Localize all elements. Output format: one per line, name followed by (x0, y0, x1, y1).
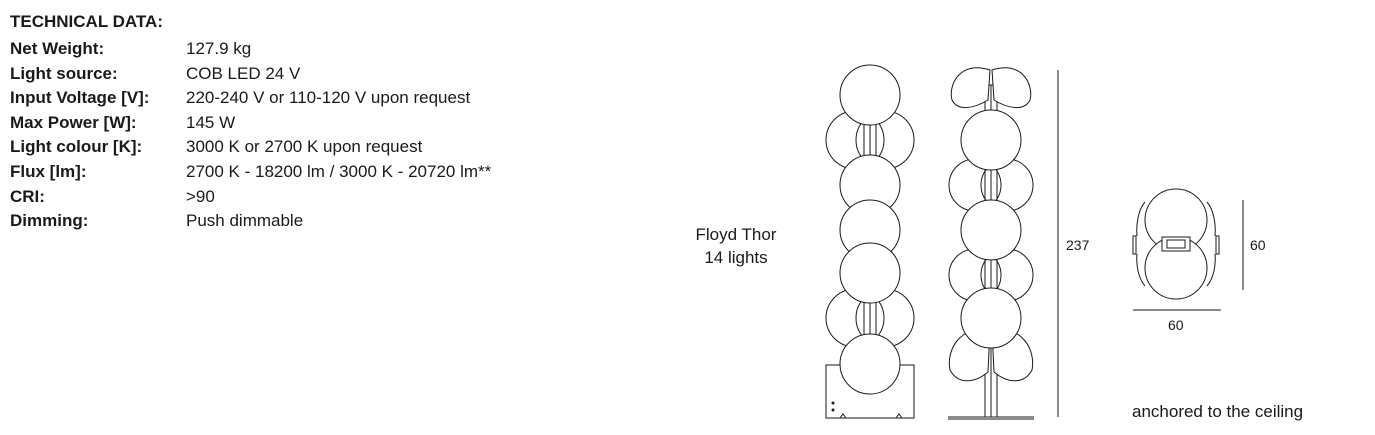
spec-row-input-voltage: Input Voltage [V]: 220-240 V or 110-120 … (10, 86, 491, 111)
spec-value: 3000 K or 2700 K upon request (186, 137, 423, 157)
spec-label: Light source: (10, 63, 118, 83)
globe (839, 64, 901, 126)
globe (839, 333, 901, 395)
mounting-note: anchored to the ceiling (1132, 402, 1304, 421)
top-width-dimension-label: 60 (1168, 317, 1184, 333)
spec-label: Light colour [K]: (10, 137, 143, 157)
spec-label: Flux [lm]: (10, 161, 87, 181)
product-name-line1: Floyd Thor (695, 225, 777, 244)
top-height-dimension-label: 60 (1250, 237, 1266, 253)
spec-row-dimming: Dimming: Push dimmable (10, 209, 491, 234)
spec-row-light-source: Light source: COB LED 24 V (10, 62, 491, 87)
spec-row-flux: Flux [lm]: 2700 K - 18200 lm / 3000 K - … (10, 160, 491, 185)
spec-value: 220-240 V or 110-120 V upon request (186, 88, 471, 108)
product-name: Floyd Thor 14 lights (676, 223, 796, 269)
globe (960, 199, 1022, 261)
spec-value: Push dimmable (186, 211, 304, 231)
spec-value: COB LED 24 V (186, 63, 301, 83)
product-name-line2: 14 lights (704, 248, 768, 267)
spec-row-cri: CRI: >90 (10, 185, 491, 210)
spec-label: Input Voltage [V]: (10, 88, 150, 108)
globe (839, 242, 901, 304)
lamp-front-view (825, 64, 915, 419)
spec-label: Net Weight: (10, 39, 105, 58)
spec-value: 145 W (186, 112, 236, 132)
globe (960, 109, 1022, 171)
spec-row-net-weight: Net Weight: 127.9 kg (10, 37, 491, 62)
lamp-top-view (1132, 188, 1244, 311)
globe (960, 287, 1022, 349)
technical-data-title: TECHNICAL DATA: (10, 12, 163, 31)
spec-row-light-colour: Light colour [K]: 3000 K or 2700 K upon … (10, 135, 491, 160)
spec-label: Max Power [W]: (10, 112, 137, 132)
spec-row-max-power: Max Power [W]: 145 W (10, 111, 491, 136)
technical-data-table: Net Weight: 127.9 kg Light source: COB L… (10, 37, 491, 234)
spec-label: Dimming: (10, 211, 89, 231)
height-dimension-label: 237 (1066, 237, 1090, 253)
spec-value: >90 (186, 186, 215, 206)
spec-value: 2700 K - 18200 lm / 3000 K - 20720 lm** (186, 161, 492, 181)
spec-value: 127.9 kg (186, 39, 252, 58)
spec-label: CRI: (10, 186, 45, 206)
lamp-side-view (948, 67, 1034, 420)
